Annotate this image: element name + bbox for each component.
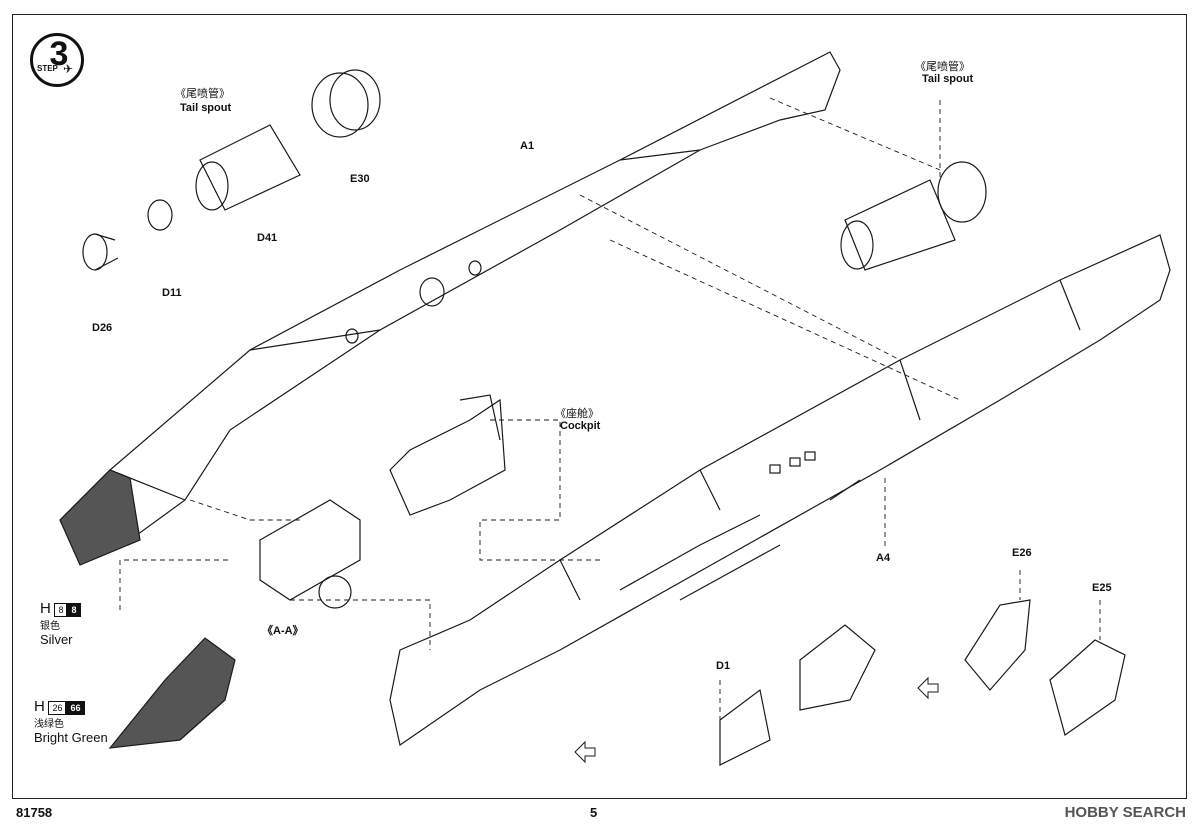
paint-prefix: H	[34, 698, 45, 715]
part-d26	[82, 233, 108, 271]
part-d11	[147, 199, 173, 231]
paint-name-en: Bright Green	[34, 730, 108, 745]
tail-spout-left-cn: 《尾喷管》	[175, 88, 230, 100]
label-a4: A4	[876, 552, 891, 564]
watermark-logo: HOBBY SEARCH	[1064, 804, 1186, 821]
cockpit-tub	[389, 398, 506, 516]
a1-shaded-intake	[59, 469, 141, 566]
tail-spout-right-cn: 《尾喷管》	[915, 61, 970, 73]
arrow-left-2	[917, 676, 939, 700]
fuselage-half-a4	[389, 234, 1171, 746]
label-d26: D26	[92, 322, 113, 334]
fuselage-half-a1	[59, 51, 841, 561]
section-aa-label: 《A-A》	[262, 625, 304, 637]
paint-name-en: Silver	[40, 632, 73, 647]
label-d1: D1	[716, 660, 731, 672]
nose-part-e26	[964, 599, 1031, 691]
label-e26: E26	[1012, 547, 1032, 559]
label-d11: D11	[162, 287, 182, 299]
label-d41: D41	[257, 232, 278, 244]
label-a1: A1	[520, 140, 535, 152]
kit-number: 81758	[16, 805, 53, 820]
nose-cone-d1	[719, 688, 771, 766]
paint-code-1: 8	[54, 603, 68, 617]
label-e25: E25	[1092, 582, 1112, 594]
step-badge: 3 STEP ✈	[30, 33, 84, 87]
part-d41	[199, 124, 301, 211]
tail-spout-right-en: Tail spout	[922, 73, 974, 85]
paint-name-cn: 银色	[40, 621, 60, 632]
step-number: 3	[49, 35, 69, 73]
tail-spout-left-en: Tail spout	[180, 102, 232, 114]
painted-nose-cone	[108, 637, 236, 749]
cockpit-cn: 《座舱》	[555, 408, 599, 420]
nose-part-e25	[1049, 639, 1126, 736]
paint-code-2: 66	[66, 701, 85, 715]
paint-code-2: 8	[67, 603, 81, 617]
tail-spout-right	[844, 179, 956, 271]
airplane-icon: ✈	[63, 62, 74, 76]
page-frame	[12, 14, 1187, 799]
paint-prefix: H	[40, 600, 51, 617]
part-e30	[311, 72, 369, 138]
paint-name-cn: 浅绿色	[34, 719, 64, 730]
paint-code-1: 26	[48, 701, 67, 715]
wheel-well-box	[259, 499, 361, 601]
arrow-left-1	[574, 740, 596, 764]
label-e30: E30	[350, 173, 370, 185]
cockpit-en: Cockpit	[560, 420, 601, 432]
step-word: STEP	[37, 64, 58, 73]
page-number: 5	[590, 805, 598, 820]
